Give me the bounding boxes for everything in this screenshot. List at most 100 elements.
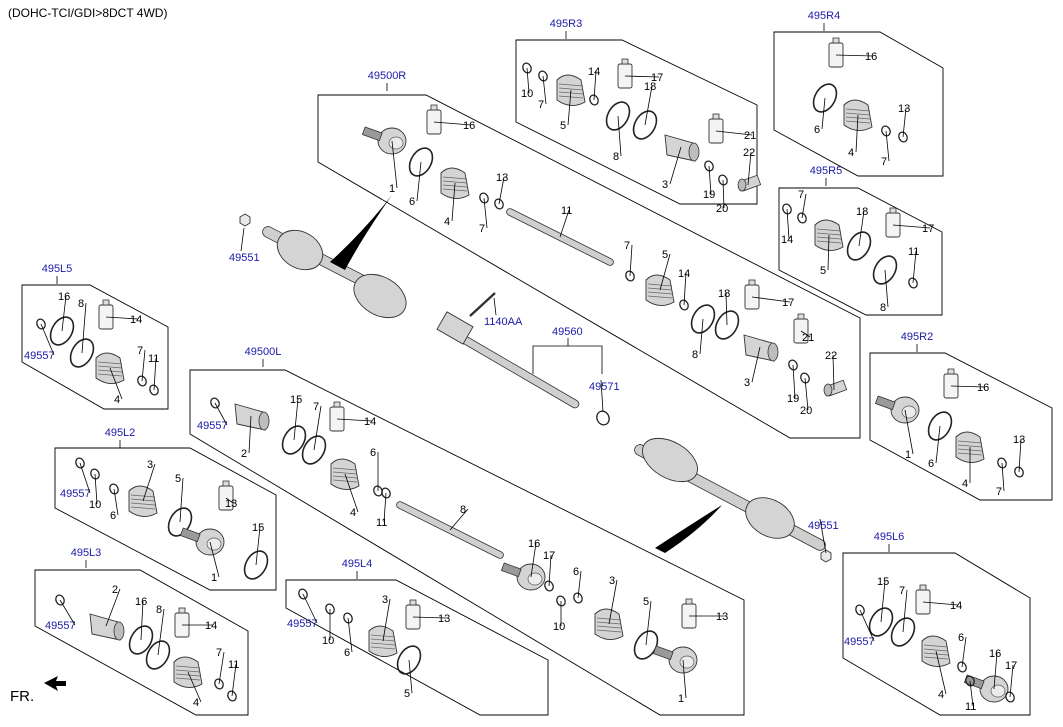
- callout-495R5-c8: 8: [880, 302, 886, 314]
- joint-icon: [234, 403, 270, 431]
- ring-icon: [49, 316, 75, 346]
- leader-line: [225, 497, 234, 504]
- callout-495R4-c4: 4: [848, 147, 854, 159]
- ring-icon: [325, 603, 335, 615]
- leader-line: [105, 316, 139, 320]
- ring-icon: [788, 359, 798, 371]
- grease-icon: [708, 113, 724, 144]
- callout-49500L-c1: 1: [678, 693, 684, 705]
- group-label-495L2: 495L2: [105, 427, 136, 439]
- leader-line: [187, 671, 202, 703]
- joint-icon: [353, 273, 407, 319]
- nut-icon: [239, 213, 251, 227]
- leader-line: [293, 398, 299, 441]
- leader-line: [892, 224, 931, 229]
- ref-label-49560: 49560: [552, 326, 583, 338]
- callout-49500R-c3: 3: [744, 377, 750, 389]
- leader-line: [786, 208, 790, 240]
- leader-line: [109, 367, 123, 400]
- callout-495R2-c13: 13: [1013, 434, 1025, 446]
- diagram-title: (DOHC-TCI/GDI>8DCT 4WD): [8, 6, 168, 20]
- callout-495L6-c7: 7: [899, 585, 905, 597]
- leader-line: [608, 579, 618, 625]
- leader-line: [821, 97, 826, 130]
- ring-icon: [881, 125, 891, 137]
- leader-line: [255, 526, 261, 566]
- grease-icon: [617, 58, 633, 89]
- grease-icon: [426, 104, 442, 135]
- shaft-icon: [444, 326, 579, 408]
- leader-line: [559, 209, 570, 238]
- callout-49500L-c4: 4: [350, 507, 356, 519]
- leader-line: [902, 107, 907, 138]
- leader-line: [302, 593, 318, 624]
- leader-line: [218, 651, 225, 685]
- callout-495R4-c7: 7: [881, 156, 887, 168]
- group-frame-495R2: [869, 352, 1053, 501]
- callout-495R3-c10: 10: [521, 88, 533, 100]
- grease-icon: [174, 607, 190, 638]
- leader-line: [725, 292, 728, 326]
- callout-495R5-c5: 5: [820, 265, 826, 277]
- leader-line: [922, 601, 959, 606]
- callout-49500L-c17: 17: [543, 550, 555, 562]
- group-frame-495L3: [34, 569, 249, 716]
- ring-icon: [522, 62, 532, 74]
- ring-icon: [704, 160, 714, 172]
- callout-49500L-c10: 10: [553, 621, 565, 633]
- bolt-icon: [469, 292, 496, 317]
- joint-icon: [745, 497, 795, 539]
- callout-495L3-c2: 2: [112, 584, 118, 596]
- callout-49500L-c11: 11: [376, 517, 387, 529]
- leader-line: [59, 599, 76, 626]
- leader-line: [751, 296, 791, 303]
- boot-icon: [128, 485, 158, 517]
- leader-line: [40, 323, 55, 356]
- leader-line: [567, 89, 572, 126]
- callout-495R2-c4: 4: [962, 478, 968, 490]
- leader-line: [722, 179, 725, 209]
- callout-495L4-c5: 5: [404, 688, 410, 700]
- group-frame-495L6: [842, 552, 1031, 716]
- callout-495L3-c7: 7: [216, 647, 222, 659]
- callout-495L6-c11: 11: [965, 701, 976, 713]
- leader-line: [912, 250, 917, 284]
- ring-icon: [167, 507, 193, 537]
- leader-line: [593, 70, 597, 101]
- leader-line: [548, 554, 552, 587]
- callout-495L4-c49557: 49557: [287, 618, 318, 630]
- callout-495L5-c16: 16: [58, 291, 70, 303]
- group-label-495L4: 495L4: [342, 558, 373, 570]
- leader-line: [993, 652, 998, 690]
- leader-line: [801, 193, 807, 219]
- grease-icon: [744, 279, 760, 310]
- ring-icon: [128, 625, 154, 655]
- ring-icon: [556, 595, 566, 607]
- callout-495R3-c18: 18: [644, 81, 656, 93]
- leader-line: [313, 405, 322, 451]
- group-label-49500L: 49500L: [245, 346, 282, 358]
- callout-495R3-c21: 21: [744, 130, 756, 142]
- leader-line: [792, 364, 796, 399]
- group-frame-49500L: [189, 369, 745, 716]
- leader-line: [61, 295, 67, 332]
- ring-icon: [957, 661, 967, 673]
- leader-line: [347, 617, 353, 653]
- leader-line: [214, 402, 228, 426]
- leader-line: [835, 54, 874, 57]
- callout-49500R-c7: 7: [479, 223, 485, 235]
- ring-icon: [596, 410, 610, 426]
- callout-49500L-c6: 6: [370, 447, 376, 459]
- callout-495R2-c7: 7: [996, 486, 1002, 498]
- callout-49500L-c14: 14: [364, 416, 376, 428]
- callout-495L6-c14: 14: [950, 600, 962, 612]
- ring-icon: [997, 457, 1007, 469]
- joint-icon: [642, 437, 698, 483]
- leader-line: [408, 659, 413, 694]
- group-frame-495L5: [21, 284, 169, 410]
- leader-line: [209, 541, 220, 578]
- callout-495R3-c3: 3: [662, 179, 668, 191]
- callout-49500R-c5: 5: [662, 249, 668, 261]
- leader-line: [141, 349, 146, 382]
- callout-495R3-c22: 22: [743, 147, 755, 159]
